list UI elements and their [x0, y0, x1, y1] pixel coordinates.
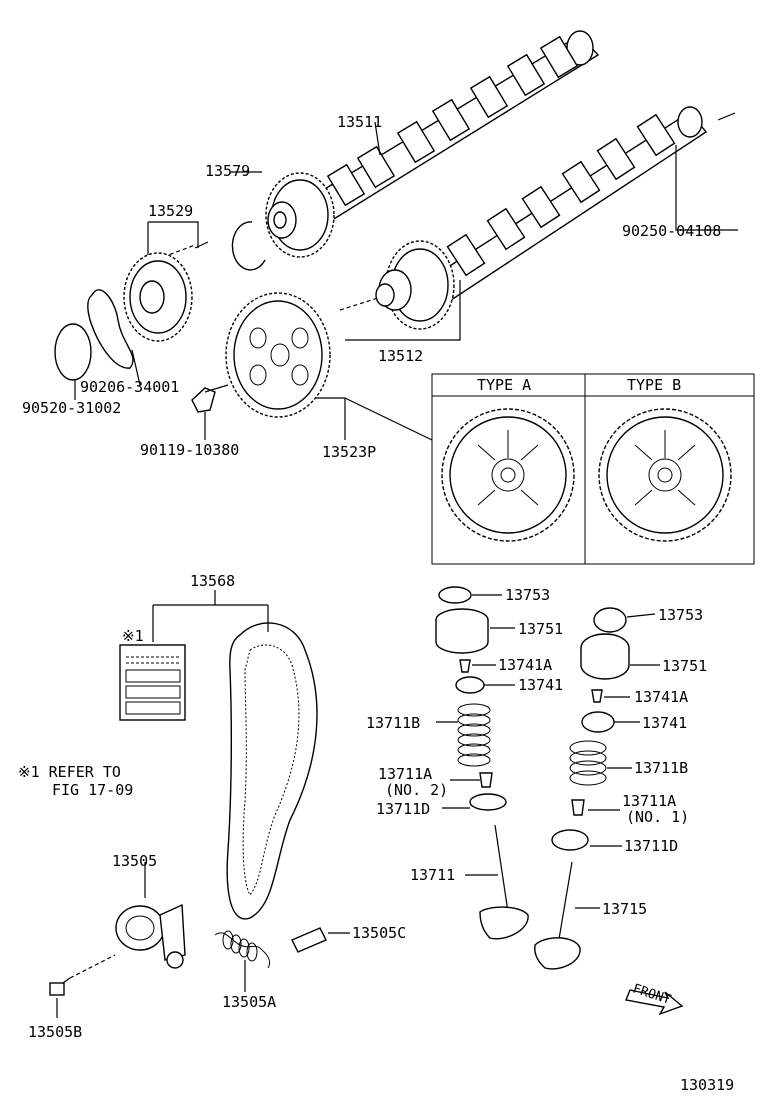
figure-number: 130319	[680, 1076, 734, 1094]
label-13512: 13512	[378, 347, 423, 365]
camshaft-13512	[419, 106, 708, 311]
label-13511: 13511	[337, 113, 382, 131]
cam-pulley-13523p	[225, 292, 433, 441]
label-13715: 13715	[602, 900, 647, 918]
label-no1: (NO. 1)	[626, 808, 689, 826]
label-13753-right: 13753	[658, 606, 703, 624]
front-arrow-icon	[625, 989, 684, 1016]
pushrod-13505c	[291, 927, 350, 953]
label-13711b-right: 13711B	[634, 759, 688, 777]
label-13751-right: 13751	[662, 657, 707, 675]
label-type-b: TYPE B	[627, 376, 681, 394]
label-13711a-left: 13711A	[378, 765, 432, 783]
label-13711a-right: 13711A	[622, 792, 676, 810]
label-13711b-left: 13711B	[366, 714, 420, 732]
valve-train-left	[435, 586, 529, 940]
type-box	[431, 373, 755, 565]
ref-label-sticker	[119, 644, 186, 721]
tensioner-13505	[49, 862, 186, 1018]
label-90250-04108: 90250-04108	[622, 222, 721, 240]
camshaft-13511	[288, 30, 600, 236]
pin-90250	[717, 112, 736, 121]
label-ref-mark: ※1	[122, 627, 144, 645]
label-13711d-left: 13711D	[376, 800, 430, 818]
cam-gear-upper	[265, 172, 335, 258]
label-type-a: TYPE A	[477, 376, 531, 394]
part-labels: 13511 13579 13529 90250-04108 90206-3400…	[18, 113, 734, 1094]
valve-train-right	[534, 607, 660, 970]
label-13529: 13529	[148, 202, 193, 220]
timing-belt-13568	[152, 590, 318, 920]
label-13568: 13568	[190, 572, 235, 590]
snap-ring-13579	[231, 221, 266, 271]
label-90206-34001: 90206-34001	[80, 378, 179, 396]
label-13505b: 13505B	[28, 1023, 82, 1041]
bolt-90119	[191, 384, 229, 440]
label-13505: 13505	[112, 852, 157, 870]
label-fig-ref: FIG 17-09	[52, 781, 133, 799]
label-13711d-right: 13711D	[624, 837, 678, 855]
label-13741-left: 13741	[518, 676, 563, 694]
snap-ring-90520	[54, 323, 92, 400]
cam-gear-lower	[339, 240, 455, 330]
label-no2: (NO. 2)	[385, 781, 448, 799]
label-13579: 13579	[205, 162, 250, 180]
label-90119-10380: 90119-10380	[140, 441, 239, 459]
label-13741-right: 13741	[642, 714, 687, 732]
label-13741a-left: 13741A	[498, 656, 552, 674]
label-13505a: 13505A	[222, 993, 276, 1011]
label-13523p: 13523P	[322, 443, 376, 461]
spring-13505a	[214, 930, 271, 992]
label-refer-to: ※1 REFER TO	[18, 763, 121, 781]
label-13753-left: 13753	[505, 586, 550, 604]
wave-washer-90206	[87, 289, 141, 386]
label-13741a-right: 13741A	[634, 688, 688, 706]
label-13711: 13711	[410, 866, 455, 884]
label-13751-left: 13751	[518, 620, 563, 638]
sub-gear-13529	[123, 241, 209, 342]
label-13505c: 13505C	[352, 924, 406, 942]
label-90520-31002: 90520-31002	[22, 399, 121, 417]
